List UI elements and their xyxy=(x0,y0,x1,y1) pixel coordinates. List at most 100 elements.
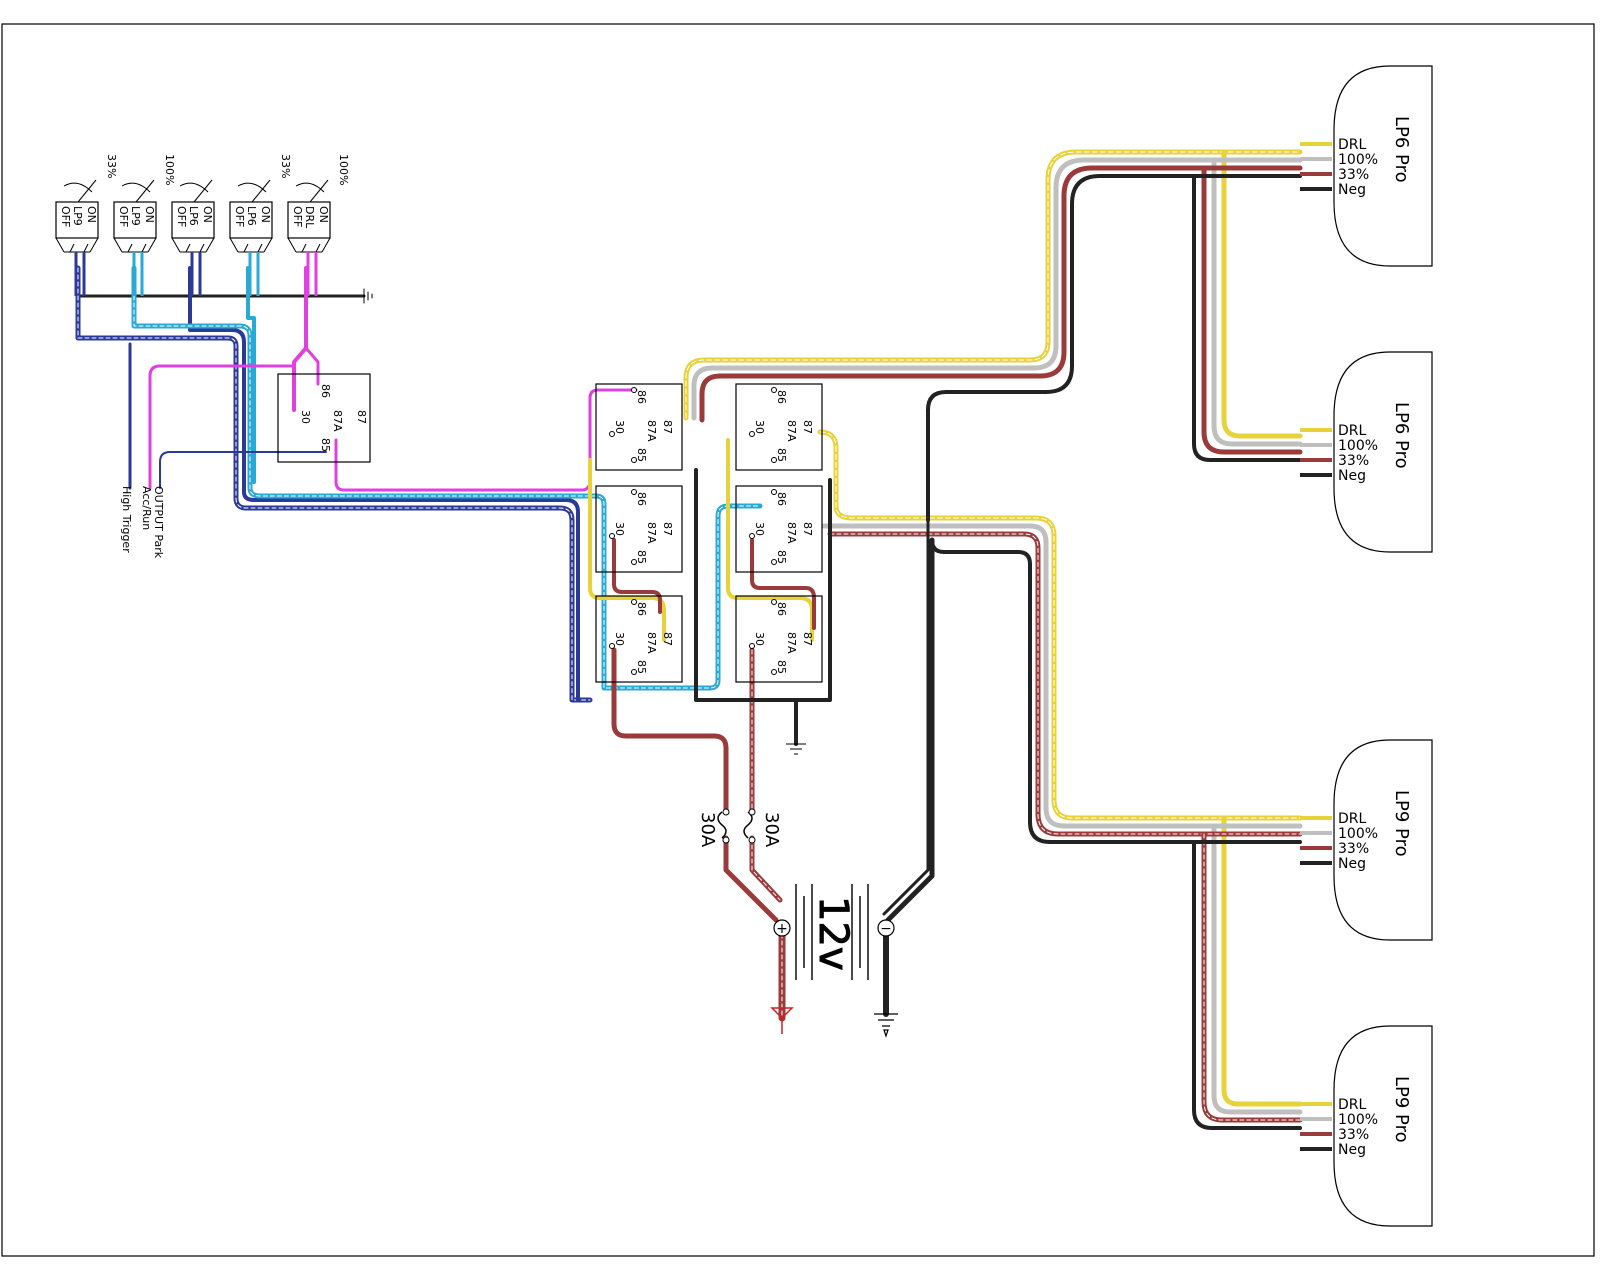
switch-on-label: ON xyxy=(143,206,156,223)
relay-bank: 868787A3085868787A3085868787A3085868787A… xyxy=(595,383,823,683)
battery: 12v + − xyxy=(770,884,898,1038)
chassis-ground-symbol xyxy=(874,1013,898,1038)
switch-level-label: 33% xyxy=(105,154,118,178)
light-pin-label: Neg xyxy=(1338,1142,1366,1158)
relay-pin-86: 86 xyxy=(319,384,332,398)
switch-name-label: LP6 xyxy=(245,206,258,226)
battery-negative-label: − xyxy=(880,921,892,937)
light-pin-label: Neg xyxy=(1338,468,1366,484)
relay-pin-30: 30 xyxy=(753,522,766,536)
light-pin-label: 33% xyxy=(1338,841,1369,857)
light-pin-label: 33% xyxy=(1338,167,1369,183)
relay-pin-85: 85 xyxy=(775,550,788,564)
relay-pin-87a: 87A xyxy=(785,632,798,654)
relay-body xyxy=(595,595,683,683)
fuse-block: 30A 30A xyxy=(697,808,782,848)
light-housing xyxy=(1333,65,1433,267)
light-name: LP6 Pro xyxy=(1391,402,1412,469)
relay-pin-87a: 87A xyxy=(645,522,658,544)
relay-pin-87: 87 xyxy=(355,410,368,424)
relay-body xyxy=(735,383,823,471)
light-pin-label: DRL xyxy=(1338,423,1367,439)
switch-lever xyxy=(77,179,97,203)
light-name: LP6 Pro xyxy=(1391,116,1412,183)
switch-off-label: OFF xyxy=(175,206,188,227)
light-housing xyxy=(1333,739,1433,941)
switch-body xyxy=(55,201,99,239)
fuse-right-label: 30A xyxy=(761,812,782,848)
acc-run-label: Acc/Run xyxy=(140,486,153,530)
switch-arc xyxy=(121,182,151,193)
relay-pin-30: 30 xyxy=(613,632,626,646)
switch-level-label: 100% xyxy=(163,154,176,185)
trigger-relay: 86 87 87A 30 85 xyxy=(277,373,371,463)
switch-body xyxy=(287,201,331,239)
light-pin-label: DRL xyxy=(1338,137,1367,153)
relay-pin-86: 86 xyxy=(635,492,648,506)
light-pin-label: Neg xyxy=(1338,856,1366,872)
relay-pin-87: 87 xyxy=(801,420,814,434)
input-labels: High Trigger Acc/Run OUTPUT Park xyxy=(120,486,165,559)
relay-pin-87: 87 xyxy=(661,522,674,536)
switch-arc xyxy=(237,182,267,193)
ground-bus-symbol xyxy=(363,288,373,304)
relay-pin-85: 85 xyxy=(635,660,648,674)
relay-pin-87: 87 xyxy=(801,522,814,536)
switch-arc xyxy=(295,182,325,193)
relay-pin-85: 85 xyxy=(319,438,332,452)
light-pin-label: Neg xyxy=(1338,182,1366,198)
switch-arc xyxy=(63,182,93,193)
relay-pin-85: 85 xyxy=(635,448,648,462)
light-housing xyxy=(1333,351,1433,553)
relay-pin-86: 86 xyxy=(775,390,788,404)
power-arrow xyxy=(770,1007,794,1020)
relay-pin-86: 86 xyxy=(635,390,648,404)
light-pin-label: 33% xyxy=(1338,453,1369,469)
relay-ground-symbol xyxy=(786,743,806,755)
relay-body xyxy=(735,595,823,683)
battery-negative-terminal xyxy=(877,919,895,937)
relay-body xyxy=(595,383,683,471)
light-pin-label: DRL xyxy=(1338,1097,1367,1113)
switch-lever xyxy=(135,179,155,203)
relay-pin-85: 85 xyxy=(775,660,788,674)
relay-pin-85: 85 xyxy=(635,550,648,564)
switch-name-label: LP9 xyxy=(129,206,142,226)
relay-pin-30: 30 xyxy=(613,420,626,434)
battery-voltage: 12v xyxy=(810,896,856,971)
relay-body xyxy=(277,373,371,463)
light-name: LP9 Pro xyxy=(1391,1076,1412,1143)
switch-body xyxy=(113,201,157,239)
relay-pin-87a: 87A xyxy=(331,410,344,432)
switch-off-label: OFF xyxy=(59,206,72,227)
diagram-frame xyxy=(1,23,1595,1257)
wiring-harness xyxy=(75,149,1303,1130)
battery-positive-label: + xyxy=(776,921,788,937)
switch-off-label: OFF xyxy=(117,206,130,227)
relay-body xyxy=(735,485,823,573)
light-pin-label: 100% xyxy=(1338,438,1378,454)
fuse-left-label: 30A xyxy=(697,812,718,848)
switch-name-label: LP9 xyxy=(71,206,84,226)
relay-pin-87: 87 xyxy=(801,632,814,646)
relay-pin-30: 30 xyxy=(753,420,766,434)
light-name: LP9 Pro xyxy=(1391,790,1412,857)
relay-pin-86: 86 xyxy=(775,602,788,616)
fuse-left-symbol xyxy=(717,811,727,839)
relay-pin-30: 30 xyxy=(299,410,312,424)
